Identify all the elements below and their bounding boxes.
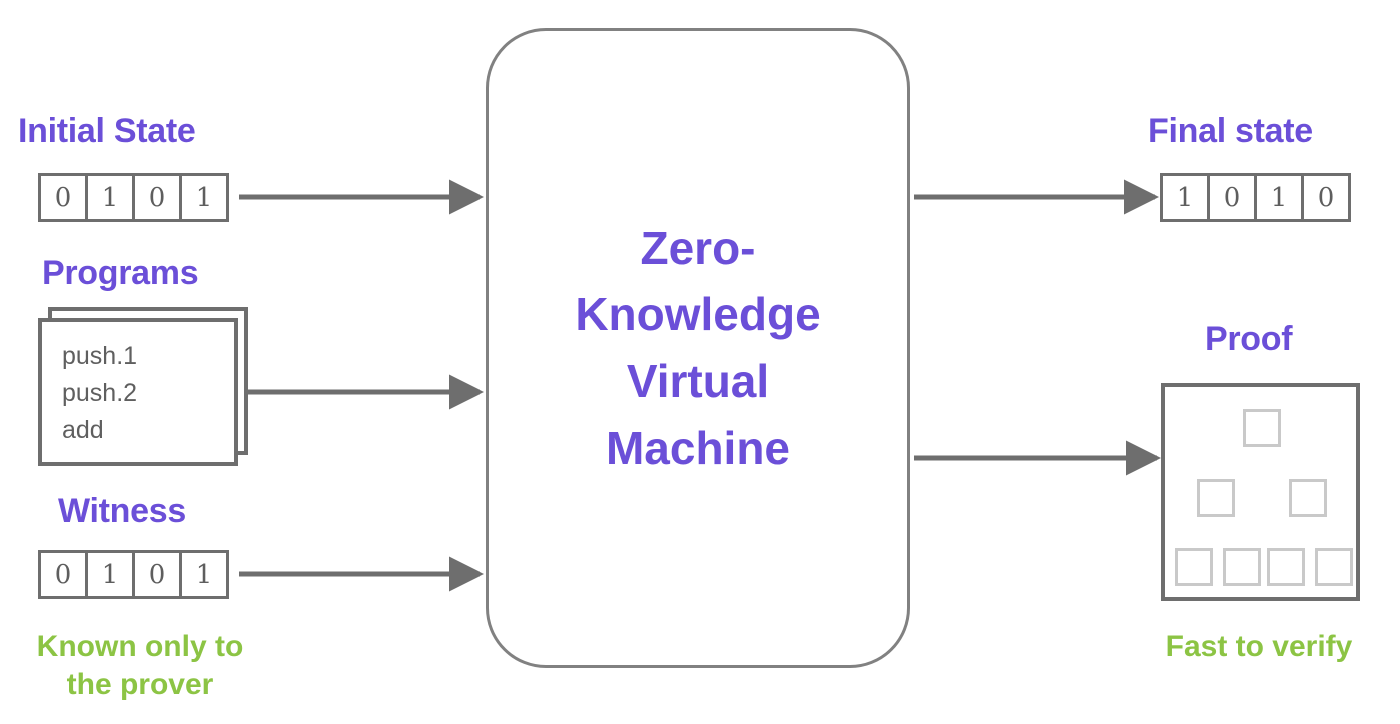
bit-cell: 1 [179,173,229,222]
bit-cell: 0 [38,550,88,599]
merkle-mid-node-left [1197,479,1235,517]
programs-card-front: push.1 push.2 add [38,318,238,466]
proof-note: Fast to verify [1165,630,1353,663]
witness-note-line-2: the prover [66,667,214,701]
merkle-leaf-node [1315,548,1353,586]
bit-cell: 0 [38,173,88,222]
bit-cell: 1 [1160,173,1210,222]
witness-note: Known only to the prover [10,628,270,703]
proof-box [1161,383,1360,601]
bit-cell: 1 [85,550,135,599]
bit-cell: 1 [1254,173,1304,222]
zkvm-title: Zero- Knowledge Virtual Machine [575,221,821,474]
program-code-line: push.1 [62,342,138,370]
bit-cell: 0 [1207,173,1257,222]
final-state-label: Final state [1148,112,1313,150]
merkle-root-node [1243,409,1281,447]
program-code-line: push.2 [62,379,138,407]
witness-bits: 0 1 0 1 [38,550,229,599]
witness-note-line-1: Known only to [36,630,244,663]
initial-state-label: Initial State [18,112,196,150]
bit-cell: 0 [132,550,182,599]
bit-cell: 0 [1301,173,1351,222]
merkle-leaf-node [1267,548,1305,586]
final-state-bits: 1 0 1 0 [1160,173,1351,222]
witness-label: Witness [58,492,186,530]
bit-cell: 0 [132,173,182,222]
zkvm-box: Zero- Knowledge Virtual Machine [486,28,910,668]
bit-cell: 1 [179,550,229,599]
merkle-mid-node-right [1289,479,1327,517]
proof-label: Proof [1205,320,1293,358]
program-code-line: add [62,416,104,444]
initial-state-bits: 0 1 0 1 [38,173,229,222]
programs-label: Programs [42,254,199,292]
merkle-leaf-node [1223,548,1261,586]
merkle-leaf-node [1175,548,1213,586]
bit-cell: 1 [85,173,135,222]
